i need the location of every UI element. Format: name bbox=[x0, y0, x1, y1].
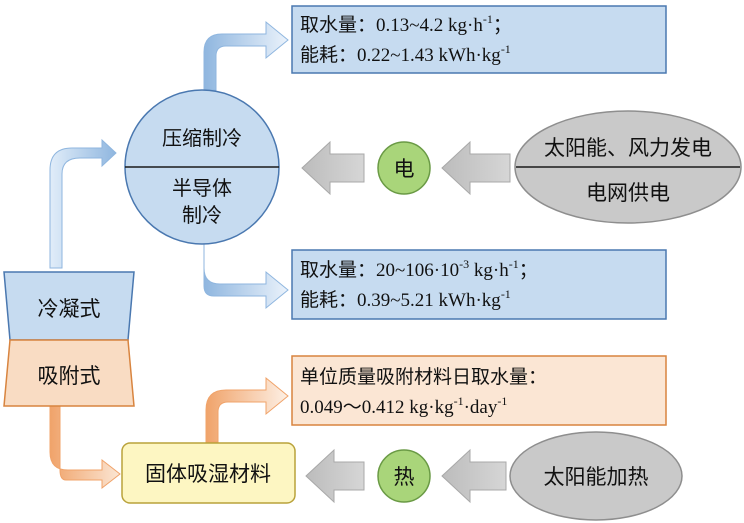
semiconductor-yield-line: 取水量：20~106·10-3 kg·h-1； bbox=[300, 257, 538, 281]
arrow-cooling-to-info-top bbox=[203, 20, 289, 91]
semiconductor-yield-value-b: kg·h bbox=[469, 260, 509, 281]
compression-yield-tail: ； bbox=[493, 14, 512, 36]
adsorption-exp-a: -1 bbox=[454, 394, 464, 408]
semiconductor-cooling-label-line2: 制冷 bbox=[182, 203, 222, 227]
semiconductor-yield-exp-b: -1 bbox=[509, 257, 519, 271]
adsorption-label: 吸附式 bbox=[38, 364, 101, 388]
compression-yield-label: 取水量： bbox=[300, 14, 376, 36]
solid-desiccant-box bbox=[121, 442, 296, 504]
adsorption-info-box bbox=[291, 355, 667, 426]
arrow-heat-to-solid bbox=[305, 448, 365, 504]
adsorption-value-a: 0.049～0.412 kg·kg bbox=[300, 397, 454, 418]
semiconductor-yield-label: 取水量： bbox=[300, 259, 376, 281]
arrow-condense-to-cooling bbox=[49, 138, 117, 269]
semiconductor-cooling-label-line1: 半导体 bbox=[172, 176, 232, 200]
compression-info-box bbox=[291, 5, 667, 74]
adsorption-method-box bbox=[3, 339, 135, 407]
semiconductor-energy-exp: -1 bbox=[501, 287, 511, 301]
compression-energy-line: 能耗：0.22~1.43 kWh·kg-1 bbox=[300, 42, 511, 66]
adsorption-info-line1: 单位质量吸附材料日取水量： bbox=[300, 366, 547, 388]
compression-yield-exp: -1 bbox=[483, 12, 493, 26]
arrow-source-to-electricity bbox=[441, 140, 511, 196]
compression-energy-label: 能耗： bbox=[300, 44, 357, 66]
adsorption-exp-b: -1 bbox=[497, 394, 507, 408]
semiconductor-energy-value: 0.39~5.21 kWh·kg bbox=[357, 290, 501, 311]
solid-desiccant-label: 固体吸湿材料 bbox=[145, 462, 271, 486]
semiconductor-info-box bbox=[291, 249, 667, 320]
arrow-solid-to-info bbox=[205, 376, 289, 443]
electricity-circle bbox=[377, 141, 431, 195]
adsorption-value-b: ·day bbox=[464, 397, 498, 418]
arrow-electricity-to-cooling bbox=[301, 140, 365, 196]
heat-circle bbox=[377, 449, 431, 503]
arrow-adsorb-to-solid bbox=[49, 405, 121, 490]
compression-yield-value: 0.13~4.2 kg·h bbox=[376, 15, 483, 36]
solar-heating-ellipse bbox=[509, 431, 683, 521]
semiconductor-yield-tail: ； bbox=[519, 259, 538, 281]
compression-energy-value: 0.22~1.43 kWh·kg bbox=[357, 45, 501, 66]
semiconductor-yield-exp-a: -3 bbox=[459, 257, 469, 271]
compression-yield-line: 取水量：0.13~4.2 kg·h-1； bbox=[300, 12, 512, 36]
renewable-power-label: 太阳能、风力发电 bbox=[544, 136, 712, 160]
electricity-label: 电 bbox=[394, 157, 415, 181]
compression-cooling-label: 压缩制冷 bbox=[162, 126, 242, 150]
arrow-solar-to-heat bbox=[441, 448, 507, 504]
semiconductor-energy-line: 能耗：0.39~5.21 kWh·kg-1 bbox=[300, 287, 511, 311]
adsorption-info-line2: 0.049～0.412 kg·kg-1·day-1 bbox=[300, 394, 507, 418]
semiconductor-energy-label: 能耗： bbox=[300, 289, 357, 311]
compression-energy-exp: -1 bbox=[501, 42, 511, 56]
arrow-cooling-to-info-bottom bbox=[203, 244, 289, 310]
condensation-label: 冷凝式 bbox=[38, 297, 101, 321]
heat-label: 热 bbox=[394, 465, 415, 489]
solar-heating-label: 太阳能加热 bbox=[544, 465, 649, 489]
grid-power-label: 电网供电 bbox=[586, 181, 670, 205]
semiconductor-yield-value-a: 20~106·10 bbox=[376, 260, 459, 281]
